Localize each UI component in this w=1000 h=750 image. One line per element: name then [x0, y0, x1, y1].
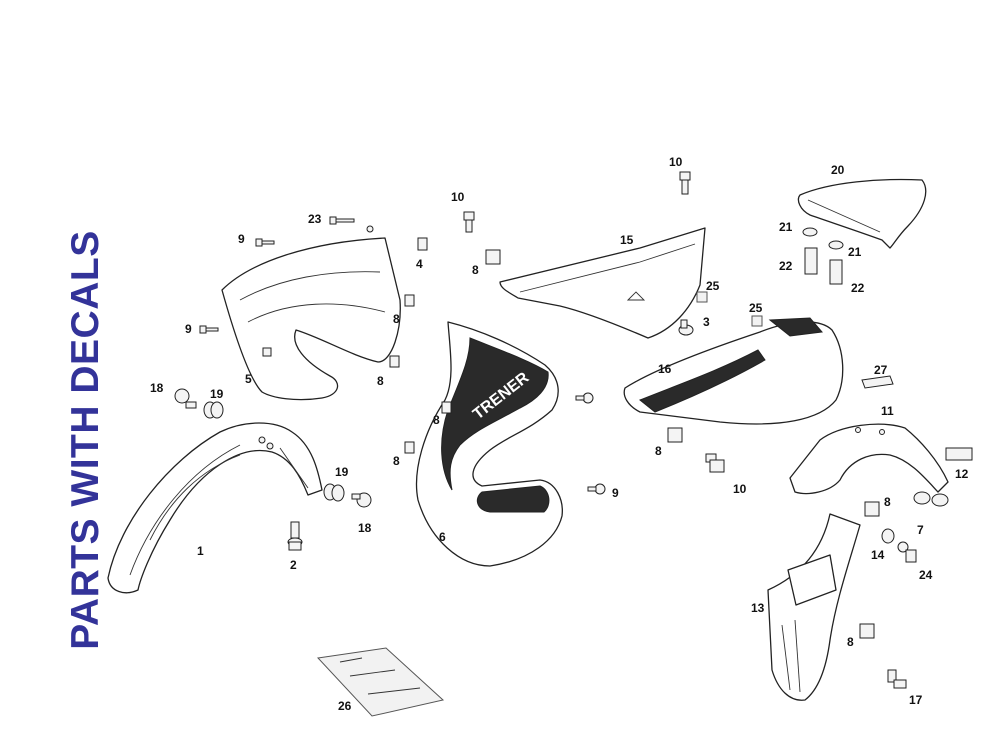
callout-13: 13: [751, 601, 765, 615]
part-washer-21-b: [828, 240, 844, 250]
part-rear-bracket-11: [789, 423, 949, 495]
callout-21-b: 21: [848, 245, 862, 259]
callout-15: 15: [620, 233, 634, 247]
part-washer-21-a: [802, 227, 818, 237]
callout-9-a: 9: [238, 232, 245, 246]
callout-22-a: 22: [779, 259, 793, 273]
part-clip-8-a: [404, 294, 415, 307]
part-screw-10-b: [679, 171, 691, 195]
callout-12: 12: [955, 467, 969, 481]
callout-26: 26: [338, 699, 352, 713]
callout-27: 27: [874, 363, 888, 377]
part-washers-7: [913, 491, 949, 507]
callout-20: 20: [831, 163, 845, 177]
part-screw-9-b: [199, 325, 219, 334]
callout-16: 16: [658, 362, 672, 376]
callout-7: 7: [917, 523, 924, 537]
part-screw-10-c: [705, 453, 725, 473]
callout-8-g: 8: [884, 495, 891, 509]
part-clip-8-c: [441, 401, 452, 414]
part-screw-9-c: [587, 483, 606, 495]
part-screw-17: [887, 669, 907, 689]
callout-8-f: 8: [655, 444, 662, 458]
callout-25-b: 25: [749, 301, 763, 315]
part-bushing-right: [323, 483, 372, 508]
callout-4: 4: [416, 257, 423, 271]
part-screw-3: [678, 319, 694, 336]
callout-22-b: 22: [851, 281, 865, 295]
part-screw-2: [287, 521, 303, 551]
callout-8-a: 8: [472, 263, 479, 277]
part-seat-cowl-20: [797, 178, 927, 249]
part-side-panel-decal: TRENER: [415, 321, 563, 567]
part-rear-fender-13: [767, 513, 861, 701]
callout-18-a: 18: [150, 381, 164, 395]
callout-21-a: 21: [779, 220, 793, 234]
part-screw-center: [575, 392, 594, 404]
part-side-cover-15: [499, 227, 706, 339]
callout-10-b: 10: [669, 155, 683, 169]
callout-11: 11: [881, 404, 894, 418]
callout-24: 24: [919, 568, 933, 582]
part-decal-sheet-26: [316, 647, 445, 717]
part-screw-9-a: [255, 238, 275, 247]
part-clip-8-b: [389, 355, 400, 368]
part-shroud-left: [221, 237, 401, 401]
callout-8-e: 8: [393, 454, 400, 468]
callout-23: 23: [308, 212, 322, 226]
callout-3: 3: [703, 315, 710, 329]
part-clip-8-d: [404, 441, 415, 454]
part-spacer-22-b: [829, 259, 843, 285]
callout-17: 17: [909, 693, 923, 707]
part-plate-12: [945, 447, 973, 461]
part-clip-4: [417, 237, 428, 251]
part-screw-23: [329, 216, 374, 233]
part-clip-8-h: [859, 623, 875, 639]
callout-6: 6: [439, 530, 446, 544]
callout-19-a: 19: [210, 387, 224, 401]
callout-25-a: 25: [706, 279, 720, 293]
part-nut-25-b: [751, 315, 763, 327]
callout-8-b: 8: [393, 312, 400, 326]
callout-2: 2: [290, 558, 297, 572]
part-nut-25-a: [696, 291, 708, 303]
callout-10-c: 10: [733, 482, 747, 496]
part-screw-10-a: [463, 211, 475, 233]
part-washer-14: [881, 528, 895, 544]
part-side-cover-16: [623, 317, 844, 425]
callout-8-d: 8: [433, 413, 440, 427]
callout-1: 1: [197, 544, 204, 558]
callout-9-b: 9: [185, 322, 192, 336]
part-clip-8-f: [667, 427, 683, 443]
callout-5: 5: [245, 372, 252, 386]
part-screw-24: [897, 541, 917, 563]
callout-8-c: 8: [377, 374, 384, 388]
callout-9-c: 9: [612, 486, 619, 500]
callout-14: 14: [871, 548, 885, 562]
part-pad-27: [861, 375, 894, 389]
part-clip-8-e: [485, 249, 501, 265]
callout-10-a: 10: [451, 190, 465, 204]
part-bushing-left: [174, 388, 224, 419]
callout-labels: 1 2 3 4 5 6 7 8 8 8 8 8 8 8 8 9 9 9 10 1…: [150, 155, 969, 713]
part-front-fender: [107, 422, 323, 594]
callout-19-b: 19: [335, 465, 349, 479]
callout-18-b: 18: [358, 521, 372, 535]
part-spacer-22-a: [804, 247, 818, 275]
part-clip-8-g: [864, 501, 880, 517]
callout-8-h: 8: [847, 635, 854, 649]
